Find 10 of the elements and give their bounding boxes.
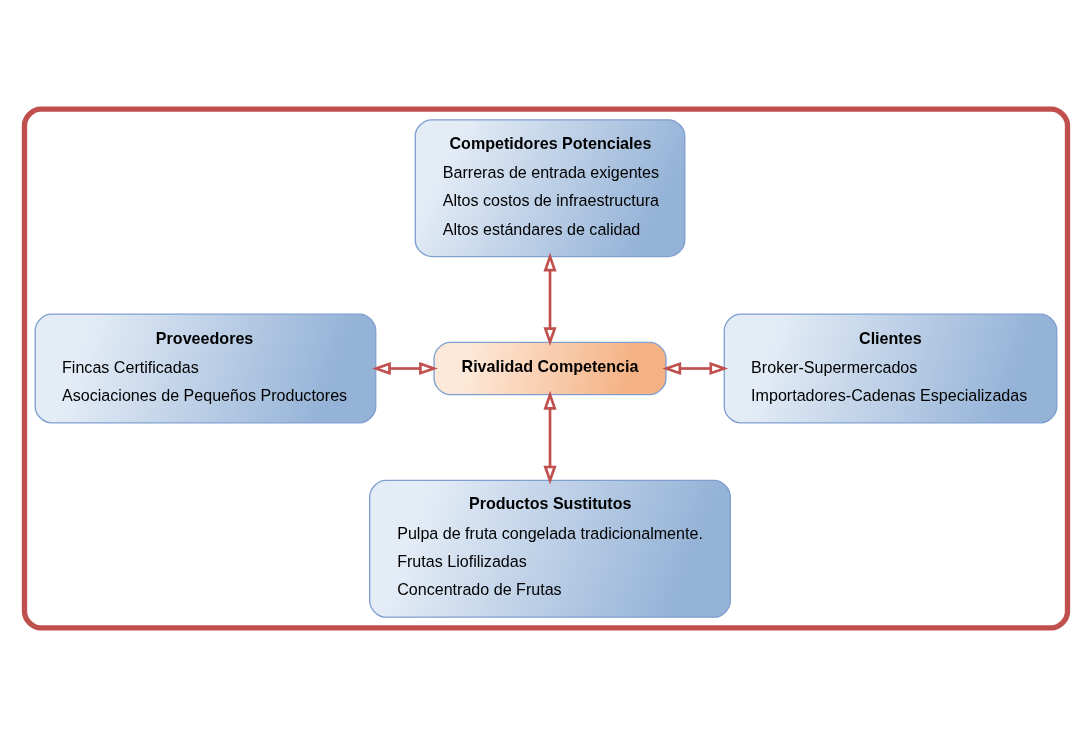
cluster xyxy=(21,105,1071,631)
arrow xyxy=(372,361,438,375)
arrow xyxy=(543,252,557,346)
arrow xyxy=(543,390,557,484)
node-box: Competidores Potenciales Barreras de entrada exigentes Altos costos de infraestructura Altos estándares de calidad xyxy=(414,118,686,257)
arrow xyxy=(662,361,729,375)
node-box: Clientes Broker-Supermercados Importadores-Cadenas Especializadas xyxy=(723,313,1058,423)
node-box: Productos Sustitutos Pulpa de fruta congelada tradicionalmente. Frutas Liofilizadas Concentrado de Frutas xyxy=(369,479,731,618)
node-box: Rivalidad Competencia xyxy=(433,341,667,395)
node-box: Proveedores Fincas Certificadas Asociaciones de Pequeños Productores xyxy=(34,313,377,423)
